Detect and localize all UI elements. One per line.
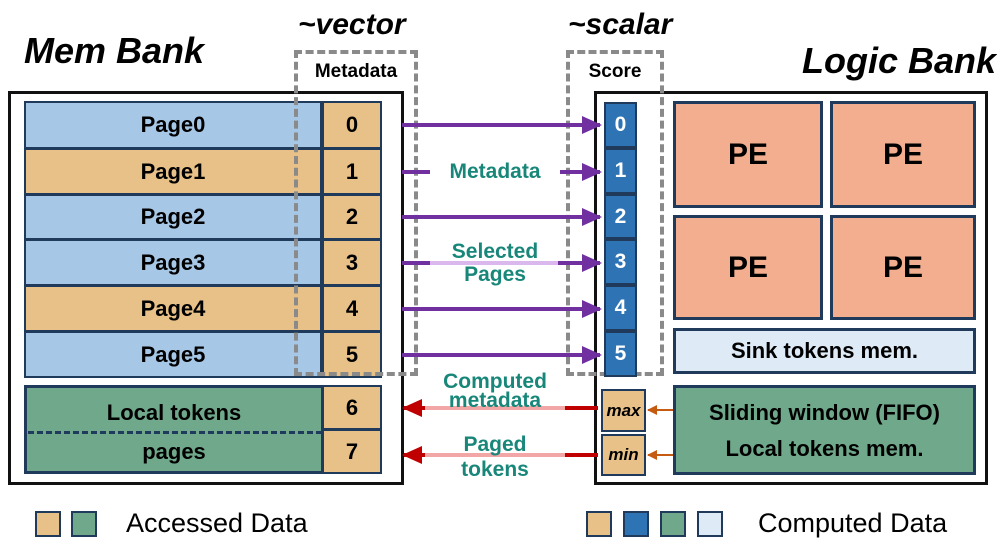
local-tokens-label: Local tokens: [106, 400, 242, 425]
metadata-cell: 3: [322, 239, 382, 286]
sliding-window-label: Sliding window (FIFO): [709, 400, 940, 425]
logic-bank-title: Logic Bank: [802, 40, 997, 81]
legend-green-swatch: [71, 511, 97, 537]
pe-block: PE: [830, 101, 976, 208]
page-row: Page5: [24, 331, 322, 378]
vector-dashed-box: [294, 50, 418, 376]
sink-tokens-mem: Sink tokens mem.: [673, 328, 976, 374]
score-header: Score: [588, 61, 642, 82]
min-cell: min: [601, 434, 646, 476]
legend-accessed-label: Accessed Data: [126, 508, 308, 538]
metadata-header: Metadata: [314, 61, 398, 82]
score-cell: 3: [604, 239, 637, 285]
max-cell: max: [601, 389, 646, 432]
metadata-cell: 7: [322, 429, 382, 474]
metadata-arrow-label: Metadata: [430, 160, 560, 183]
score-cell: 4: [604, 285, 637, 331]
selected-label-2: Pages: [464, 263, 526, 286]
metadata-cell: 5: [322, 331, 382, 378]
legend-green-swatch: [660, 511, 686, 537]
legend-blue-swatch: [623, 511, 649, 537]
score-cell: 0: [604, 102, 637, 148]
legend-tan-swatch: [586, 511, 612, 537]
page-row: Page1: [24, 148, 322, 195]
pe-block: PE: [673, 215, 823, 320]
legend-light-swatch: [697, 511, 723, 537]
score-cell: 2: [604, 194, 637, 239]
local-tokens-divider: [28, 431, 322, 434]
vector-label: ~vector: [298, 8, 406, 41]
mem-bank-title: Mem Bank: [24, 30, 205, 71]
local-pages-label: pages: [142, 439, 206, 464]
scalar-label: ~scalar: [568, 8, 673, 41]
sliding-window-block: [673, 385, 976, 475]
paged-label-2: tokens: [461, 458, 529, 481]
pe-block: PE: [673, 101, 823, 208]
legend-tan-swatch: [35, 511, 61, 537]
legend-computed-label: Computed Data: [758, 508, 948, 538]
page-row: Page3: [24, 239, 322, 286]
pe-block: PE: [830, 215, 976, 320]
paged-label-1: Paged: [463, 433, 527, 456]
local-tokens-mem-label: Local tokens mem.: [725, 436, 924, 461]
local-tokens-block: [24, 385, 324, 474]
metadata-cell: 2: [322, 194, 382, 240]
selected-label-1: Selected: [451, 240, 539, 263]
score-cell: 5: [604, 331, 637, 377]
score-cell: 1: [604, 148, 637, 194]
computed-label-2: metadata: [448, 389, 542, 412]
computed-label-1: Computed: [443, 370, 547, 393]
